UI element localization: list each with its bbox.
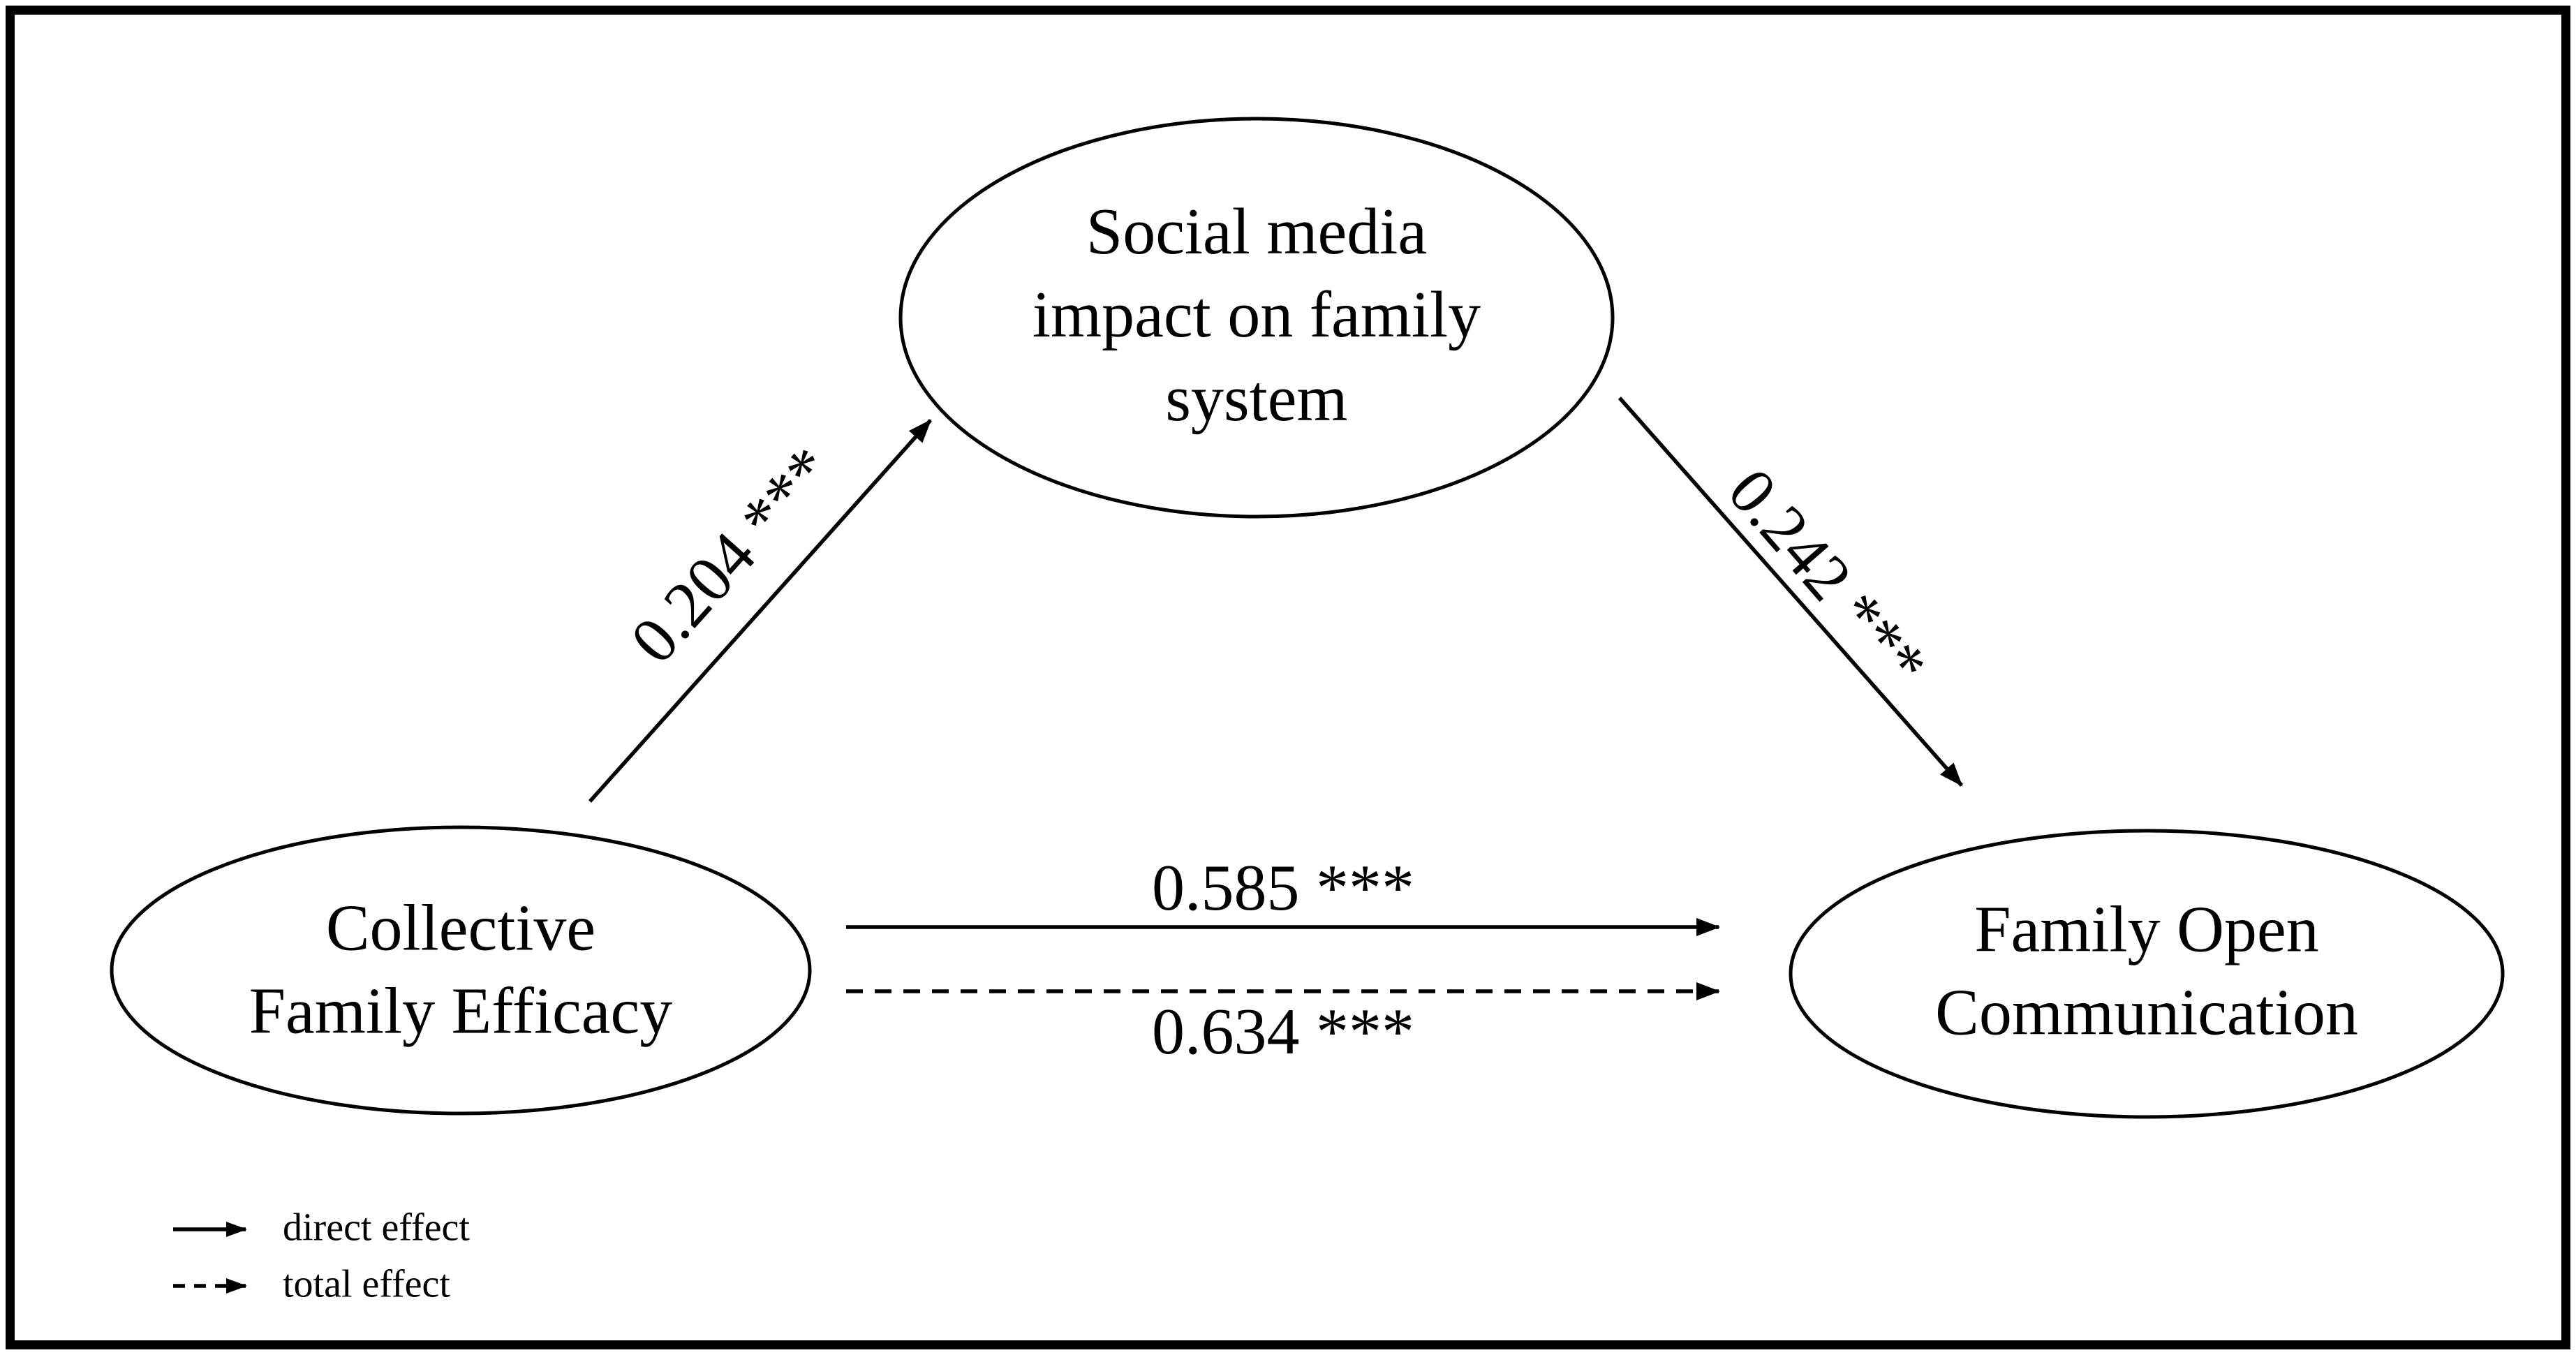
legend-direct-effect-label: direct effect [283, 1206, 470, 1250]
outcome-label-line: Family Open [1974, 893, 2319, 966]
mediator-label-line: Social media [1086, 195, 1428, 268]
mediator-to-outcome-arrow [1618, 397, 1964, 787]
predictor-label-line: Family Efficacy [249, 975, 673, 1048]
legend-total-effect-label: total effect [283, 1262, 450, 1306]
predictor-to-mediator-arrow [588, 419, 933, 803]
outcome-ellipse [1789, 829, 2505, 1119]
coefficient-total-effect: 0.634 *** [1152, 995, 1414, 1068]
predictor-label-line: Collective [325, 891, 596, 965]
outer-frame [6, 6, 2570, 1349]
outcome-label-line: Communication [1935, 977, 2358, 1049]
mediator-label: Social media impact on family system [1032, 191, 1481, 440]
outcome-label: Family Open Communication [1935, 889, 2358, 1056]
mediator-label-line: impact on family [1032, 279, 1481, 352]
mediator-label-line: system [1165, 362, 1348, 435]
predictor-ellipse [110, 825, 812, 1116]
predictor-label: Collective Family Efficacy [249, 887, 672, 1054]
mediator-ellipse [898, 117, 1615, 519]
coefficient-direct-effect: 0.585 *** [1152, 852, 1414, 924]
